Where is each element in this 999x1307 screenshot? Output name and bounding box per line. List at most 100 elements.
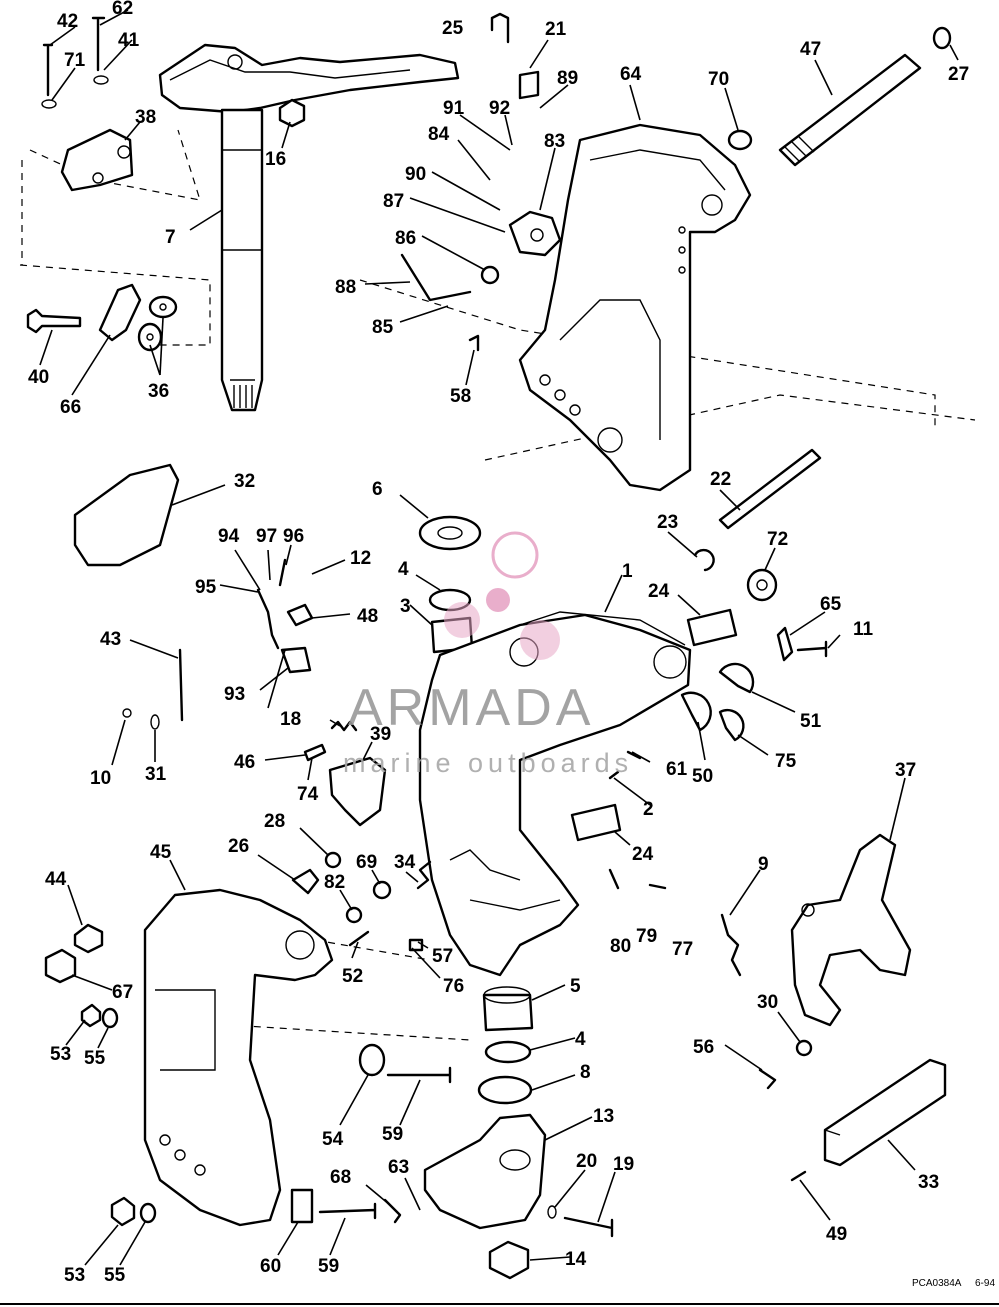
- plate-66: [98, 283, 142, 342]
- screw-58: [468, 334, 480, 352]
- callout-72: 72: [767, 529, 788, 550]
- tilt-tube-assembly: [727, 26, 952, 167]
- callout-88: 88: [335, 277, 356, 298]
- bearing-8: [477, 1075, 533, 1105]
- callout-32: 32: [234, 471, 255, 492]
- assembly-guide-lines: [19, 129, 976, 1041]
- callout-84: 84: [428, 124, 450, 145]
- clip-25: [490, 12, 510, 44]
- callout-54: 54: [322, 1129, 344, 1150]
- lever-83: [508, 210, 562, 257]
- switch-93: [280, 646, 312, 674]
- callout-67: 67: [112, 982, 133, 1003]
- watermark-brand: ARMADA: [348, 679, 594, 737]
- middle-small-parts: [291, 662, 755, 952]
- callout-56: 56: [693, 1037, 714, 1058]
- callout-82: 82: [324, 872, 345, 893]
- clip-23: [693, 548, 715, 572]
- shaft-parts: [570, 448, 828, 842]
- callout-76: 76: [443, 976, 464, 997]
- callout-21: 21: [545, 19, 567, 40]
- nut-53a: [80, 1003, 102, 1028]
- callout-77: 77: [672, 939, 693, 960]
- callout-68: 68: [330, 1167, 351, 1188]
- bolt-42: [42, 43, 54, 97]
- callout-34: 34: [394, 852, 416, 873]
- callout-26: 26: [228, 836, 249, 857]
- knob-26: [291, 868, 320, 895]
- callout-24: 24: [648, 581, 670, 602]
- wire-95: [256, 588, 280, 650]
- wiring-parts: [122, 558, 314, 730]
- callout-14: 14: [565, 1249, 587, 1270]
- callout-83: 83: [544, 131, 565, 152]
- callout-85: 85: [372, 317, 394, 338]
- spring-9: [720, 913, 742, 977]
- callout-74: 74: [297, 784, 319, 805]
- callout-2: 2: [643, 799, 654, 820]
- callout-48: 48: [357, 606, 378, 627]
- yoke-13: [423, 1113, 547, 1230]
- callout-25: 25: [442, 18, 464, 39]
- bolt-40: [26, 308, 82, 334]
- screw-49: [790, 1170, 807, 1182]
- callout-69: 69: [356, 852, 377, 873]
- callout-97: 97: [256, 526, 277, 547]
- collar-86: [480, 265, 500, 285]
- callout-37: 37: [895, 760, 916, 781]
- callout-50: 50: [692, 766, 713, 787]
- steering-arm: [158, 43, 460, 114]
- ring-27: [932, 26, 952, 50]
- callout-24: 24: [632, 844, 654, 865]
- bracket-38: [60, 128, 134, 192]
- pin-46: [303, 743, 327, 762]
- callout-20: 20: [576, 1151, 597, 1172]
- callout-47: 47: [800, 39, 821, 60]
- callout-42: 42: [57, 11, 78, 32]
- callout-93: 93: [224, 684, 245, 705]
- callout-90: 90: [405, 164, 426, 185]
- callout-45: 45: [150, 842, 172, 863]
- nut-30: [795, 1039, 813, 1057]
- callout-41: 41: [118, 30, 140, 51]
- callout-44: 44: [45, 869, 67, 890]
- callout-11: 11: [853, 619, 874, 640]
- callout-9: 9: [758, 854, 769, 875]
- tilt-support-37: [790, 833, 912, 1027]
- callout-18: 18: [280, 709, 301, 730]
- rod-88: [400, 253, 472, 302]
- wedge-50: [680, 691, 712, 732]
- callout-31: 31: [145, 764, 167, 785]
- callout-57: 57: [432, 946, 453, 967]
- tilt-support-parts: [720, 833, 947, 1182]
- callout-58: 58: [450, 386, 471, 407]
- callout-65: 65: [820, 594, 842, 615]
- screw-56: [758, 1068, 777, 1090]
- callout-62: 62: [112, 0, 133, 19]
- callout-70: 70: [708, 69, 729, 90]
- tilt-lever-parts: [400, 12, 562, 352]
- washer-54: [358, 1043, 386, 1077]
- callout-36: 36: [148, 381, 169, 402]
- callout-86: 86: [395, 228, 416, 249]
- wire-96: [278, 558, 287, 587]
- callout-33: 33: [918, 1172, 939, 1193]
- lower-swivel-parts: [290, 986, 614, 1280]
- callout-23: 23: [657, 512, 678, 533]
- washer-36b: [137, 322, 163, 352]
- nut-44: [73, 923, 104, 954]
- callout-92: 92: [489, 98, 510, 119]
- pin-21: [518, 70, 540, 100]
- watermark-logo-right: [520, 620, 560, 660]
- washer-36a: [148, 295, 178, 319]
- pin-61: [626, 750, 642, 760]
- plate-60: [290, 1188, 314, 1224]
- tilt-tube-47: [778, 53, 922, 167]
- callout-59: 59: [318, 1256, 339, 1277]
- bushing-24b: [570, 803, 622, 842]
- callout-3: 3: [400, 596, 411, 617]
- callout-51: 51: [800, 711, 822, 732]
- callout-30: 30: [757, 992, 778, 1013]
- link-43: [178, 648, 184, 722]
- plate-65: [776, 626, 794, 662]
